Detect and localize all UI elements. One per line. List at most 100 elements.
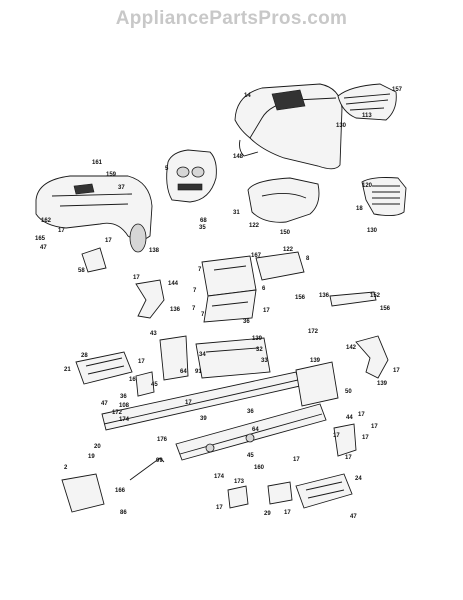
callout-165: 165 (35, 236, 46, 242)
callout-156a: 156 (295, 295, 306, 301)
callout-6: 6 (262, 286, 266, 292)
callout-14: 14 (244, 93, 251, 99)
callout-64: 64 (180, 369, 187, 375)
shroud-part[interactable] (247, 177, 320, 223)
callout-17g: 17 (185, 400, 192, 406)
callout-142: 142 (346, 345, 357, 351)
callout-167: 167 (251, 253, 262, 259)
callout-29: 29 (264, 511, 271, 517)
callout-174b: 174 (214, 474, 225, 480)
callout-58: 58 (78, 268, 85, 274)
callout-152: 152 (370, 293, 381, 299)
side-bracket-part[interactable] (333, 423, 357, 457)
rail-part[interactable] (329, 291, 377, 307)
callout-17n: 17 (216, 505, 223, 511)
callout-122b: 122 (283, 247, 294, 253)
callout-17a: 17 (58, 228, 65, 234)
callout-139c: 139 (377, 381, 388, 387)
hood-part[interactable] (234, 83, 343, 170)
callout-5: 5 (165, 166, 169, 172)
callout-162: 162 (41, 218, 52, 224)
callout-21: 21 (64, 367, 71, 373)
callout-144: 144 (168, 281, 179, 287)
callout-176: 176 (157, 437, 168, 443)
callout-34: 34 (199, 352, 206, 358)
grille-part[interactable] (337, 83, 397, 121)
callout-45a: 45 (151, 382, 158, 388)
callout-labels: 1571411313014816115937512018130162171654… (35, 87, 403, 520)
rod-part[interactable] (129, 457, 165, 481)
callout-138: 138 (149, 248, 160, 254)
grille-insert-part[interactable] (361, 177, 407, 217)
callout-19: 19 (88, 454, 95, 460)
callout-108: 108 (119, 403, 130, 409)
callout-157: 157 (392, 87, 403, 93)
callout-17e: 17 (138, 359, 145, 365)
mount-bracket-part[interactable] (159, 335, 189, 381)
callout-36a: 36 (243, 319, 250, 325)
callout-136a: 136 (170, 307, 181, 313)
callout-68: 68 (200, 218, 207, 224)
small-bracket-part[interactable] (135, 371, 155, 397)
callout-7d: 7 (201, 312, 205, 318)
callout-36b: 36 (120, 394, 127, 400)
callout-139a: 139 (252, 336, 263, 342)
callout-17o: 17 (284, 510, 291, 516)
footrest-left-part[interactable] (75, 351, 133, 385)
callout-122a: 122 (249, 223, 260, 229)
callout-7c: 7 (192, 306, 196, 312)
footrest-right-part[interactable] (295, 473, 353, 509)
lever-part[interactable] (135, 279, 165, 319)
callout-36c: 36 (247, 409, 254, 415)
callout-50: 50 (345, 389, 352, 395)
callout-43: 43 (150, 331, 157, 337)
tab-bracket-part[interactable] (227, 481, 293, 509)
callout-17c: 17 (133, 275, 140, 281)
callout-17b: 17 (105, 238, 112, 244)
lower-plate-part[interactable] (61, 473, 105, 513)
callout-148: 148 (233, 154, 244, 160)
callout-166: 166 (115, 488, 126, 494)
frame-part[interactable] (101, 371, 327, 461)
callout-7a: 7 (198, 267, 202, 273)
callout-17j: 17 (333, 433, 340, 439)
callout-139b: 139 (310, 358, 321, 364)
steering-support-part[interactable] (201, 255, 257, 323)
callout-91: 91 (195, 369, 202, 375)
callout-31: 31 (233, 210, 240, 216)
callout-172a: 172 (308, 329, 319, 335)
callout-17d: 17 (263, 308, 270, 314)
callout-64b: 64 (252, 427, 259, 433)
callout-173: 173 (234, 479, 245, 485)
callout-161: 161 (92, 160, 103, 166)
callout-8: 8 (306, 256, 310, 262)
callout-24: 24 (355, 476, 362, 482)
callout-160: 160 (254, 465, 265, 471)
callout-136b: 136 (319, 293, 330, 299)
callout-35a: 35 (199, 225, 206, 231)
fender-part[interactable] (35, 175, 153, 253)
callout-2: 2 (64, 465, 68, 471)
callout-32: 32 (256, 347, 263, 353)
center-plate-part[interactable] (195, 337, 271, 379)
callout-17l: 17 (293, 457, 300, 463)
callout-17i: 17 (371, 424, 378, 430)
callout-99: 99 (156, 458, 163, 464)
callout-47c: 47 (350, 514, 357, 520)
callout-174a: 174 (119, 417, 130, 423)
watermark: AppliancePartsPros.com (115, 8, 348, 29)
bumper-part[interactable] (295, 361, 339, 407)
fender-bracket-part[interactable] (81, 247, 107, 273)
callout-47a: 47 (40, 245, 47, 251)
callout-20: 20 (94, 444, 101, 450)
callout-172b: 172 (112, 410, 123, 416)
pedal-bracket-part[interactable] (355, 335, 389, 379)
callout-45b: 45 (247, 453, 254, 459)
callout-39: 39 (200, 416, 207, 422)
callout-120: 120 (362, 183, 373, 189)
dash-panel-part[interactable] (166, 149, 217, 203)
mount-plate-part[interactable] (255, 251, 305, 281)
callout-33: 33 (261, 358, 268, 364)
callout-7b: 7 (193, 288, 197, 294)
